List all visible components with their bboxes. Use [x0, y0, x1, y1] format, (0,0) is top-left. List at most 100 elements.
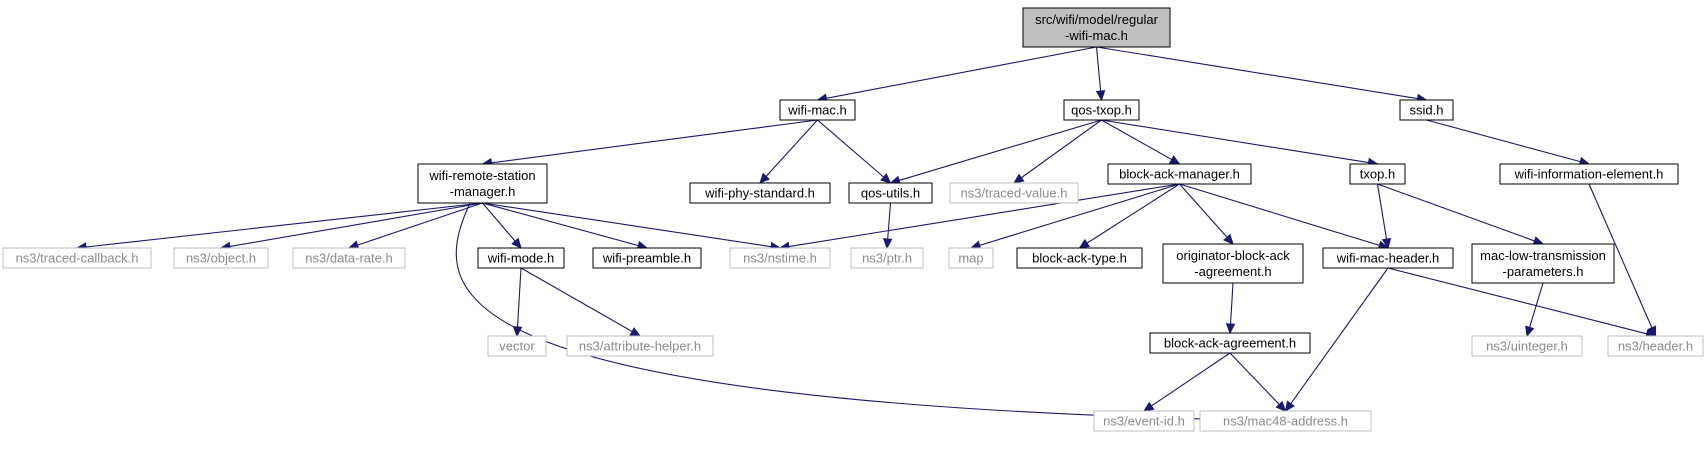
node-label: ns3/traced-value.h — [961, 185, 1068, 200]
node-box — [1471, 335, 1583, 357]
node-wifi-mac[interactable]: wifi-mac.h — [779, 99, 856, 121]
node-label: ns3/attribute-helper.h — [579, 338, 701, 353]
node-nstime: ns3/nstime.h — [729, 247, 831, 269]
node-wifi-information-element[interactable]: wifi-information-element.h — [1499, 163, 1679, 185]
node-box — [779, 99, 856, 121]
node-box — [173, 247, 269, 269]
node-label: ns3/object.h — [186, 250, 256, 265]
node-traced-value: ns3/traced-value.h — [949, 182, 1079, 204]
node-box — [1063, 99, 1140, 121]
node-object: ns3/object.h — [173, 247, 269, 269]
node-label: -agreement.h — [1194, 264, 1271, 279]
node-label: wifi-phy-standard.h — [704, 185, 815, 200]
node-box — [566, 335, 714, 357]
node-box — [850, 247, 924, 269]
edge-wifi-mac-header-to-mac48-address — [1284, 267, 1389, 413]
edge-line — [898, 119, 1102, 181]
node-block-ack-agreement[interactable]: block-ack-agreement.h — [1149, 332, 1311, 354]
node-vector: vector — [487, 335, 547, 357]
node-label: ns3/data-rate.h — [305, 250, 392, 265]
edge-root-to-ssid — [1096, 46, 1428, 104]
node-wifi-mac-header[interactable]: wifi-mac-header.h — [1322, 247, 1454, 269]
node-box — [1499, 163, 1679, 185]
node-block-ack-manager[interactable]: block-ack-manager.h — [1107, 163, 1252, 185]
edge-line — [826, 46, 1097, 99]
node-box — [949, 182, 1079, 204]
edge-line — [1377, 183, 1535, 242]
node-box — [1016, 247, 1143, 269]
edge-qos-utils-to-ptr — [882, 202, 893, 250]
edge-block-ack-agreement-to-event-id — [1142, 352, 1231, 412]
edge-arrowhead — [1168, 155, 1181, 165]
node-label: originator-block-ack — [1176, 248, 1290, 263]
edge-line — [1086, 183, 1180, 244]
node-root[interactable]: src/wifi/model/regular-wifi-mac.h — [1022, 7, 1171, 48]
node-qos-txop[interactable]: qos-txop.h — [1063, 99, 1140, 121]
edge-arrowhead — [1381, 237, 1392, 250]
node-label: wifi-mode.h — [487, 250, 554, 265]
node-mac-low-tx[interactable]: mac-low-transmission-parameters.h — [1471, 243, 1615, 284]
node-txop[interactable]: txop.h — [1349, 163, 1406, 185]
edge-line — [1426, 119, 1581, 163]
node-label: qos-utils.h — [861, 185, 920, 200]
node-ptr: ns3/ptr.h — [850, 247, 924, 269]
edge-line — [491, 119, 818, 164]
node-box — [2, 247, 152, 269]
node-box — [592, 247, 702, 269]
edge-line — [482, 202, 639, 247]
edge-block-ack-manager-to-originator — [1179, 183, 1234, 245]
edge-line — [765, 119, 818, 177]
node-label: wifi-information-element.h — [1514, 166, 1664, 181]
edge-wifi-mac-to-qos-utils — [817, 119, 892, 184]
edge-wifi-mac-to-wrsm — [481, 119, 818, 168]
node-box — [477, 247, 565, 269]
edge-wifi-mac-to-wifi-phy-standard — [759, 119, 818, 184]
node-label: ns3/mac48-address.h — [1223, 413, 1348, 428]
edge-line — [520, 267, 633, 333]
node-wifi-mode[interactable]: wifi-mode.h — [477, 247, 565, 269]
node-block-ack-type[interactable]: block-ack-type.h — [1016, 247, 1143, 269]
edge-arrowhead — [1223, 233, 1234, 245]
node-wifi-preamble[interactable]: wifi-preamble.h — [592, 247, 702, 269]
node-label: ns3/header.h — [1618, 338, 1693, 353]
node-originator[interactable]: originator-block-ack-agreement.h — [1162, 243, 1304, 284]
edge-line — [1096, 46, 1418, 100]
node-box — [292, 247, 406, 269]
edge-line — [1290, 267, 1389, 405]
edge-arrowhead — [880, 173, 892, 184]
node-label: vector — [499, 338, 535, 353]
edge-line — [1179, 183, 1380, 246]
node-label: qos-txop.h — [1071, 102, 1132, 117]
node-label: ns3/nstime.h — [743, 250, 817, 265]
node-box — [1471, 243, 1615, 284]
edge-arrowhead — [1225, 323, 1236, 335]
node-ssid[interactable]: ssid.h — [1399, 99, 1454, 121]
nodes-layer: src/wifi/model/regular-wifi-mac.h wifi-ma… — [2, 7, 1704, 432]
edge-line — [1376, 183, 1388, 240]
edge-arrowhead — [511, 237, 522, 249]
node-box — [1149, 332, 1311, 354]
edge-line — [1095, 46, 1102, 92]
edge-line — [979, 183, 1180, 246]
edge-ssid-to-wifi-information-element — [1426, 119, 1591, 167]
node-label: ns3/traced-callback.h — [16, 250, 139, 265]
node-qos-utils[interactable]: qos-utils.h — [848, 182, 933, 204]
node-label: ssid.h — [1410, 102, 1444, 117]
node-box — [1399, 99, 1454, 121]
node-label: block-ack-type.h — [1032, 250, 1127, 265]
node-data-rate: ns3/data-rate.h — [292, 247, 406, 269]
edge-root-to-wifi-mac — [816, 46, 1097, 103]
node-label: map — [958, 250, 983, 265]
node-wifi-phy-standard[interactable]: wifi-phy-standard.h — [689, 182, 831, 204]
node-traced-callback: ns3/traced-callback.h — [2, 247, 152, 269]
edge-line — [85, 202, 483, 248]
edge-originator-to-block-ack-agreement — [1225, 282, 1236, 335]
edge-wrsm-to-object — [219, 202, 483, 252]
edge-line — [1101, 119, 1369, 164]
edge-wrsm-to-wifi-preamble — [482, 202, 649, 251]
node-wrsm[interactable]: wifi-remote-station-manager.h — [417, 163, 548, 204]
edge-line — [1020, 119, 1102, 179]
edge-line — [817, 119, 885, 178]
node-box — [1607, 335, 1704, 357]
